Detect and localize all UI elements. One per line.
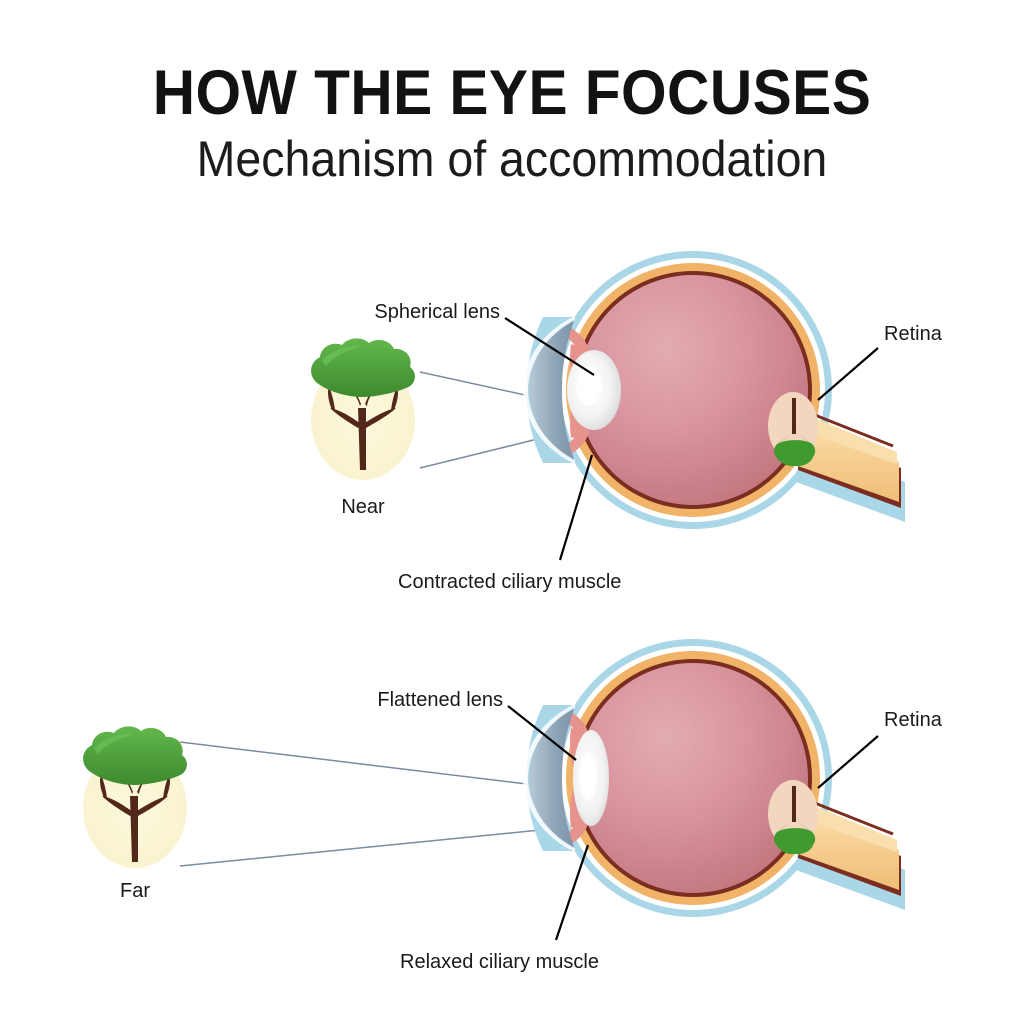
label-retina-far: Retina	[884, 709, 943, 731]
label-spherical-lens: Spherical lens	[374, 301, 500, 323]
label-relaxed-ciliary-muscle: Relaxed ciliary muscle	[400, 951, 599, 973]
leaders-near	[504, 317, 595, 561]
retinal-image-far	[768, 780, 818, 855]
retinal-image-near	[768, 392, 818, 467]
page-subtitle: Mechanism of accommodation	[196, 131, 828, 187]
eye-near	[523, 251, 905, 529]
tree-near	[311, 338, 415, 480]
label-flattened-lens: Flattened lens	[377, 689, 503, 711]
optic-nerve-near	[796, 406, 905, 522]
label-far: Far	[120, 880, 150, 902]
panel-near-accommodation: Near	[311, 251, 943, 593]
label-contracted-ciliary-muscle: Contracted ciliary muscle	[398, 571, 621, 593]
label-retina-near: Retina	[884, 323, 943, 345]
cornea-near	[529, 318, 575, 462]
page-title: HOW THE EYE FOCUSES	[152, 58, 872, 128]
tree-far	[83, 726, 187, 868]
eye-far	[523, 639, 905, 917]
header: HOW THE EYE FOCUSES Mechanism of accommo…	[0, 62, 1024, 186]
label-near: Near	[341, 496, 385, 518]
panel-far-accommodation: Far	[83, 639, 943, 973]
leaders-far	[507, 705, 879, 941]
optic-nerve-far	[796, 794, 905, 910]
cornea-far	[529, 706, 575, 850]
